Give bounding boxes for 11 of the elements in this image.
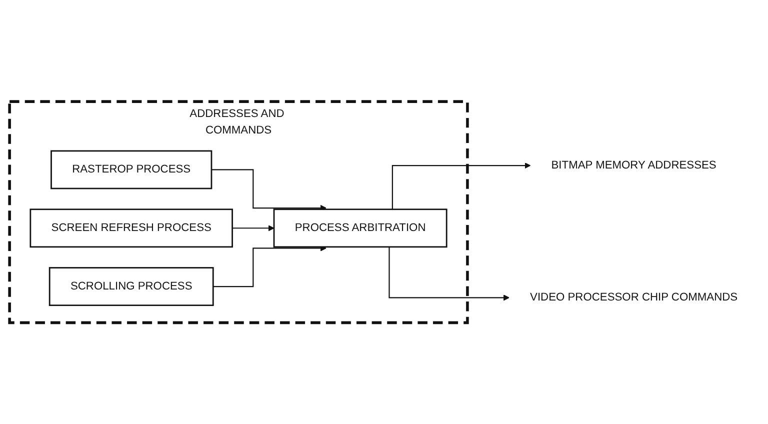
node-text: BITMAP MEMORY ADDRESSES [551, 159, 716, 171]
arrow [388, 246, 510, 301]
arrow [232, 224, 274, 232]
arrow [392, 162, 531, 210]
arrow [212, 245, 326, 287]
node-box: SCREEN REFRESH PROCESS [30, 208, 233, 248]
node-box: RASTEROP PROCESS [50, 150, 212, 190]
node-box: SCROLLING PROCESS [48, 266, 214, 306]
node-text: VIDEO PROCESSOR CHIP COMMANDS [530, 291, 738, 304]
node-box: PROCESS ARBITRATION [273, 208, 448, 248]
arrow [210, 169, 326, 211]
